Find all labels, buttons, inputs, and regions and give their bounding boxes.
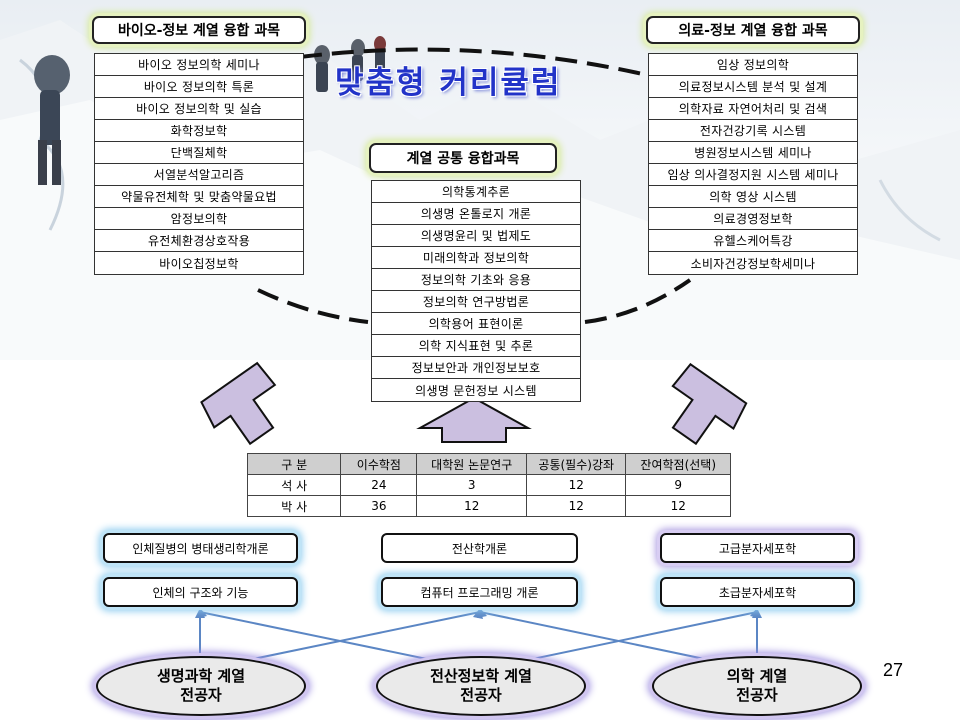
list-item: 서열분석알고리즘 (95, 164, 303, 186)
list-item: 임상 의사결정지원 시스템 세미나 (649, 164, 857, 186)
table-row: 박 사 36 12 12 12 (246, 495, 731, 517)
column-header: 이수학점 (340, 453, 418, 475)
table-cell: 12 (526, 474, 627, 496)
arc-right (584, 278, 692, 324)
table-cell: 36 (340, 495, 418, 517)
major-sub-label: 전공자 (180, 686, 222, 704)
common-course-list: 의학통계추론 의생명 온톨로지 개론 의생명윤리 및 법제도 미래의학과 정보의… (371, 180, 581, 402)
list-item: 의학자료 자연어처리 및 검색 (649, 98, 857, 120)
list-item: 정보보안과 개인정보보호 (372, 357, 580, 379)
table-cell: 24 (340, 474, 418, 496)
list-item: 의학 영상 시스템 (649, 186, 857, 208)
list-item: 미래의학과 정보의학 (372, 247, 580, 269)
major-label: 전산정보학 계열 (430, 667, 532, 686)
table-cell: 12 (416, 495, 528, 517)
prereq-advanced-molecular-cell: 고급분자세포학 (660, 533, 855, 563)
bio-course-list: 바이오 정보의학 세미나 바이오 정보의학 특론 바이오 정보의학 및 실습 화… (94, 53, 304, 275)
major-medicine: 의학 계열 전공자 (652, 656, 862, 716)
table-cell: 12 (625, 495, 731, 517)
header-bio-info: 바이오-정보 계열 융합 과목 (92, 16, 306, 44)
list-item: 바이오 정보의학 특론 (95, 76, 303, 98)
table-cell: 3 (416, 474, 528, 496)
table-cell: 박 사 (246, 495, 342, 517)
list-item: 의생명 온톨로지 개론 (372, 203, 580, 225)
list-item: 바이오 정보의학 세미나 (95, 54, 303, 76)
hiker-figure (34, 55, 70, 185)
table-cell: 12 (526, 495, 627, 517)
list-item: 화학정보학 (95, 120, 303, 142)
list-item: 정보의학 연구방법론 (372, 291, 580, 313)
page-number: 27 (883, 660, 904, 680)
prereq-cs-intro: 전산학개론 (381, 533, 578, 563)
list-item: 바이오 정보의학 및 실습 (95, 98, 303, 120)
list-item: 의생명윤리 및 법제도 (372, 225, 580, 247)
credits-table: 구 분 이수학점 대학원 논문연구 공통(필수)강좌 잔여학점(선택) 석 사 … (246, 453, 731, 517)
list-item: 의료정보시스템 분석 및 설계 (649, 76, 857, 98)
list-item: 암정보의학 (95, 208, 303, 230)
major-sub-label: 전공자 (460, 686, 502, 704)
list-item: 유전체환경상호작용 (95, 230, 303, 252)
list-item: 유헬스케어특강 (649, 230, 857, 252)
header-common: 계열 공통 융합과목 (369, 143, 557, 173)
table-cell: 9 (625, 474, 731, 496)
list-item: 의생명 문헌정보 시스템 (415, 383, 537, 398)
major-computing: 전산정보학 계열 전공자 (376, 656, 586, 716)
table-cell: 석 사 (246, 474, 342, 496)
table-header-row: 구 분 이수학점 대학원 논문연구 공통(필수)강좌 잔여학점(선택) (246, 453, 731, 475)
major-label: 생명과학 계열 (156, 667, 246, 686)
column-header: 대학원 논문연구 (416, 453, 528, 475)
list-item: 소비자건강정보학세미나 (690, 256, 816, 271)
arrow-center (416, 396, 532, 443)
list-item: 바이오칩정보학 (159, 256, 239, 271)
column-header: 공통(필수)강좌 (526, 453, 627, 475)
table-row: 석 사 24 3 12 9 (246, 474, 731, 496)
list-item: 정보의학 기초와 응용 (372, 269, 580, 291)
page-title: 맞춤형 커리큘럼 (335, 65, 562, 101)
list-item: 단백질체학 (95, 142, 303, 164)
list-item: 전자건강기록 시스템 (649, 120, 857, 142)
arrow-right (671, 362, 748, 446)
prereq-programming: 컴퓨터 프로그래밍 개론 (381, 577, 578, 607)
list-item: 의료경영정보학 (649, 208, 857, 230)
arc-top (299, 47, 661, 80)
column-header: 구 분 (246, 453, 342, 475)
major-life-science: 생명과학 계열 전공자 (96, 656, 306, 716)
major-label: 의학 계열 (726, 667, 788, 686)
list-item: 병원정보시스템 세미나 (649, 142, 857, 164)
list-item: 의학통계추론 (372, 181, 580, 203)
list-item: 임상 정보의학 (649, 54, 857, 76)
prereq-basic-molecular-cell: 초급분자세포학 (660, 577, 855, 607)
arrow-left (200, 361, 277, 446)
column-header: 잔여학점(선택) (625, 453, 731, 475)
arc-left (257, 288, 369, 324)
list-item: 의학용어 표현이론 (372, 313, 580, 335)
list-item: 약물유전체학 및 맞춤약물요법 (95, 186, 303, 208)
major-sub-label: 전공자 (736, 686, 778, 704)
list-item: 의학 지식표현 및 추론 (372, 335, 580, 357)
medical-course-list: 임상 정보의학 의료정보시스템 분석 및 설계 의학자료 자연어처리 및 검색 … (648, 53, 858, 275)
prereq-human-body: 인체의 구조와 기능 (103, 577, 298, 607)
header-medical-info: 의료-정보 계열 융합 과목 (646, 16, 860, 44)
prereq-pathophysiology: 인체질병의 병태생리학개론 (103, 533, 298, 563)
